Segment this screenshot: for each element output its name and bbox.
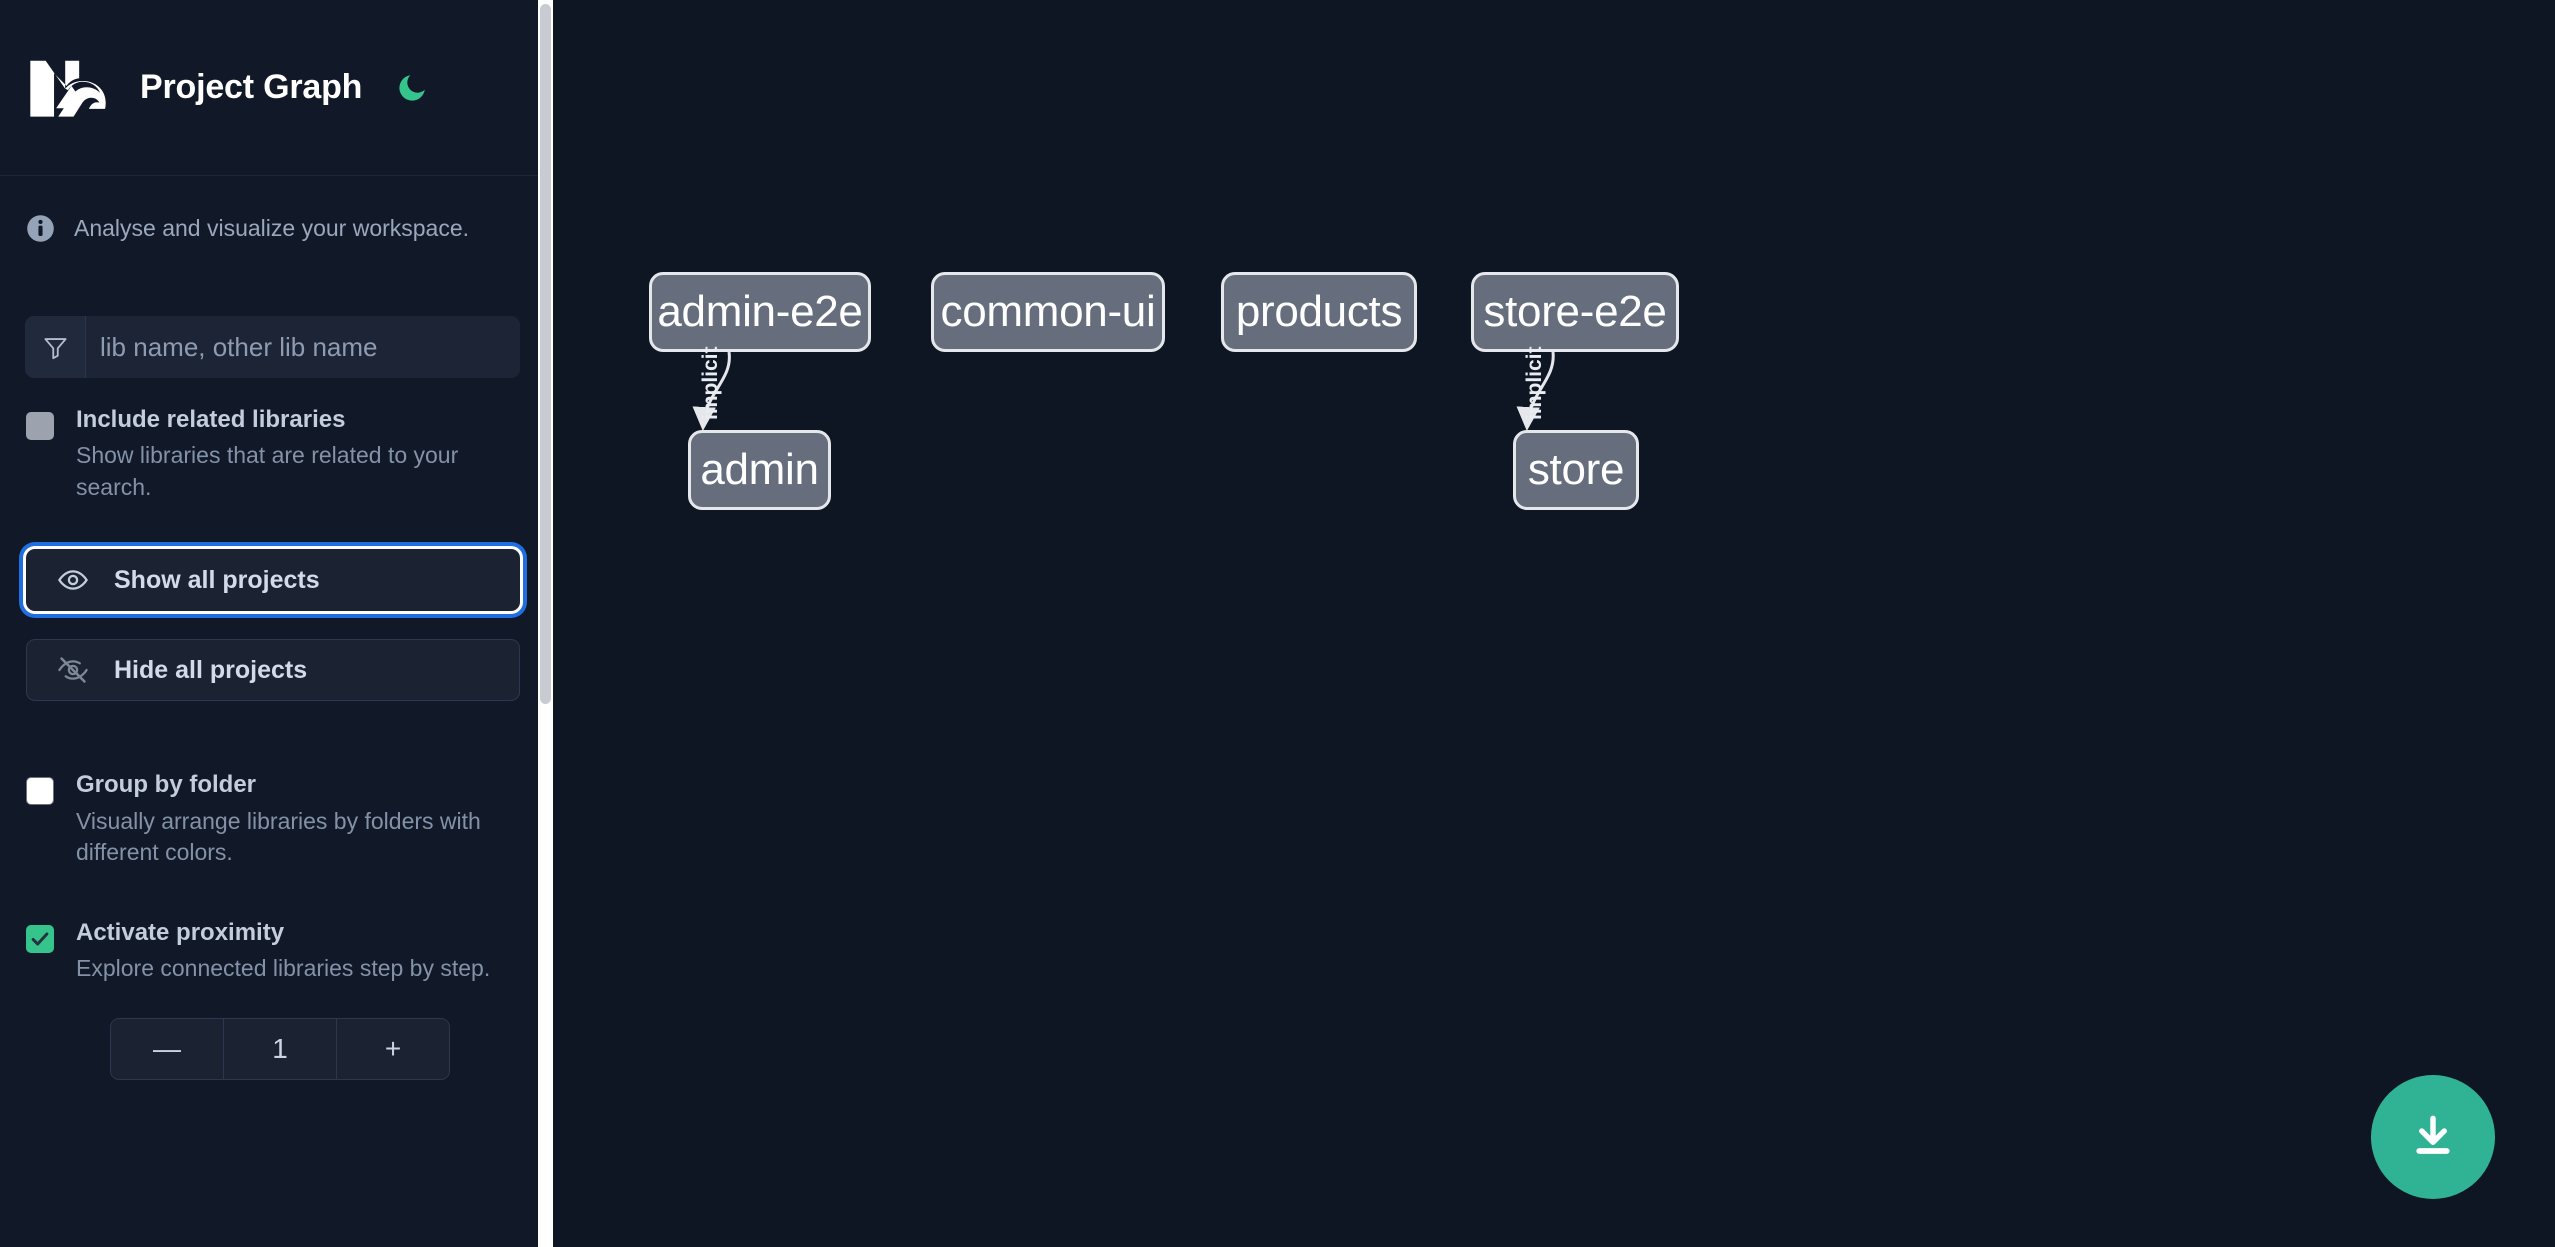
option-include-related-libraries[interactable]: Include related libraries Show libraries… (0, 378, 553, 503)
graph-edges (692, 351, 1555, 431)
graph-edge-label-store-e2e-store: implicit (1523, 346, 1546, 420)
download-icon (2408, 1111, 2458, 1164)
proximity-decrement-button[interactable]: — (111, 1019, 224, 1080)
sidebar: Project Graph Analyse and visualize your… (0, 0, 553, 1247)
search-input[interactable] (86, 316, 520, 378)
option-description: Explore connected libraries step by step… (76, 954, 491, 981)
hide-all-projects-label: Hide all projects (114, 655, 308, 684)
filter-funnel-icon (25, 316, 86, 378)
option-activate-proximity[interactable]: Activate proximity Explore connected lib… (0, 891, 553, 985)
proximity-value: 1 (224, 1019, 336, 1080)
option-group-by-folder[interactable]: Group by folder Visually arrange librari… (0, 743, 553, 868)
graph-edge-label-admin-e2e-admin: implicit (699, 346, 722, 420)
sidebar-scroll-content: Project Graph Analyse and visualize your… (0, 0, 553, 1247)
checkbox-group-by-folder[interactable] (26, 777, 54, 806)
graph-node-store-e2e[interactable]: store-e2e (1471, 272, 1679, 352)
sidebar-scrollbar-thumb[interactable] (540, 4, 551, 704)
graph-canvas[interactable]: admin-e2e common-ui products store-e2e a… (553, 0, 2555, 1247)
spacer (0, 701, 553, 743)
spacer (0, 869, 553, 891)
show-all-projects-button[interactable]: Show all projects (26, 549, 520, 612)
brand-row: Project Graph (0, 0, 553, 176)
show-all-projects-label: Show all projects (114, 565, 320, 594)
option-title: Include related libraries (76, 406, 346, 433)
option-title: Activate proximity (76, 918, 285, 946)
page-title: Project Graph (140, 68, 363, 106)
option-description: Show libraries that are related to your … (76, 442, 459, 500)
graph-node-admin[interactable]: admin (688, 430, 831, 510)
nx-logo-icon (26, 58, 110, 118)
sidebar-scrollbar[interactable] (538, 0, 553, 1247)
proximity-increment-button[interactable]: + (336, 1019, 449, 1080)
workspace-subtitle-row: Analyse and visualize your workspace. (0, 176, 553, 243)
spacer (0, 503, 553, 549)
download-graph-button[interactable] (2371, 1075, 2495, 1199)
proximity-stepper[interactable]: — 1 + (110, 1018, 450, 1081)
graph-node-common-ui[interactable]: common-ui (931, 272, 1165, 352)
option-description: Visually arrange libraries by folders wi… (76, 807, 481, 866)
eye-off-icon (57, 654, 89, 686)
moon-icon[interactable] (395, 71, 429, 105)
graph-node-admin-e2e[interactable]: admin-e2e (649, 272, 871, 352)
eye-icon (57, 564, 89, 596)
checkbox-activate-proximity[interactable] (26, 924, 54, 953)
graph-node-products[interactable]: products (1221, 272, 1417, 352)
hide-all-projects-button[interactable]: Hide all projects (26, 639, 520, 702)
workspace-subtitle: Analyse and visualize your workspace. (74, 215, 470, 241)
option-title: Group by folder (76, 771, 256, 799)
info-icon (26, 214, 55, 243)
checkbox-include-related-libraries[interactable] (26, 412, 54, 440)
spacer (0, 611, 553, 639)
filter-search-bar[interactable] (25, 316, 520, 378)
graph-node-store[interactable]: store (1513, 430, 1639, 510)
